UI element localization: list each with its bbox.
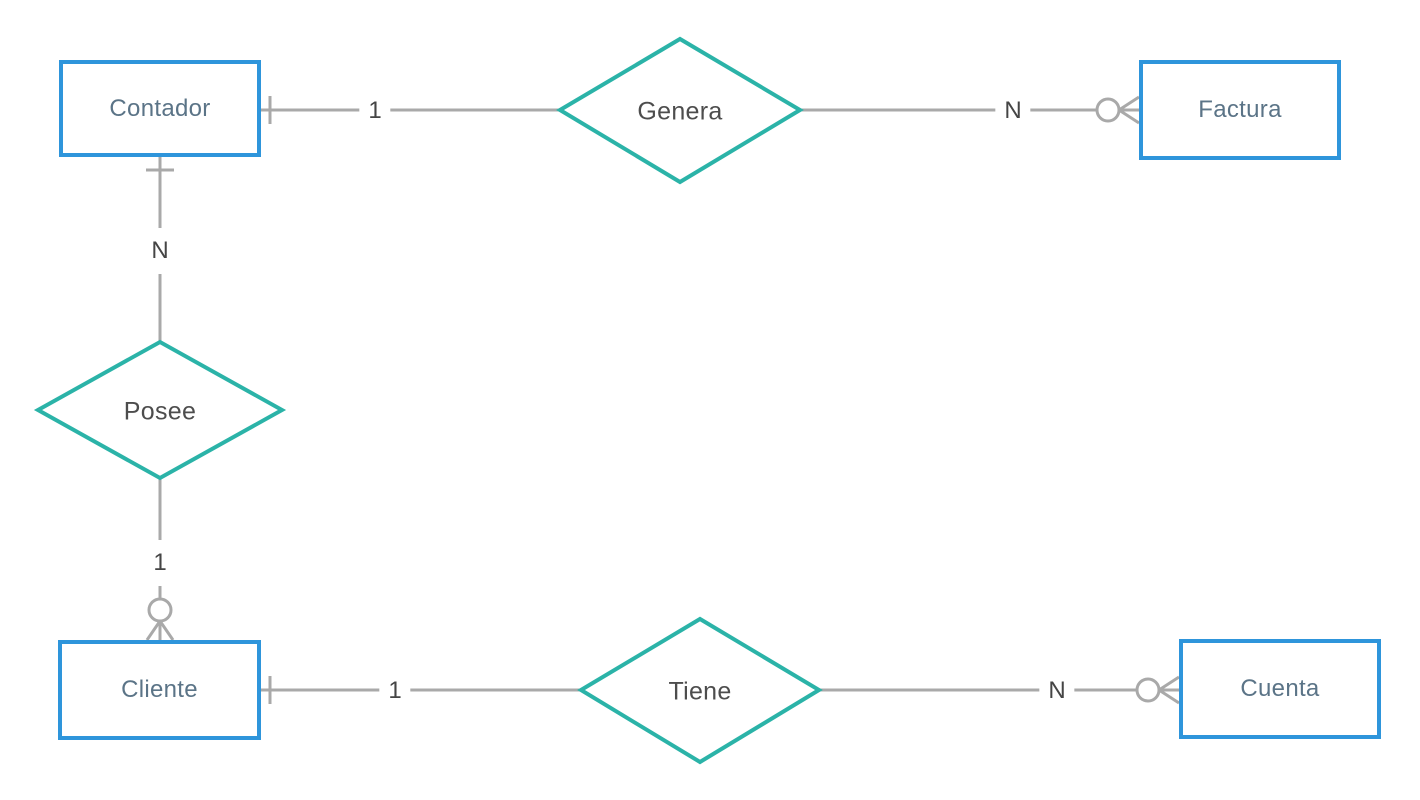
cardinality-tiene-cuenta: N [1039, 668, 1075, 714]
zero-circle-marker [1135, 677, 1161, 703]
relationship-genera-diamond[interactable] [556, 36, 804, 185]
cardinality-contador-genera: 1 [359, 88, 391, 134]
entity-contador[interactable]: Contador [59, 60, 261, 157]
entity-factura-label: Factura [1198, 96, 1282, 123]
many-crowfoot-marker [1118, 95, 1140, 125]
cardinality-cliente-tiene: 1 [379, 668, 411, 714]
relationship-posee-label: Posee [123, 397, 197, 426]
cardinality-posee-cliente: 1 [144, 540, 176, 586]
many-crowfoot-marker [1158, 675, 1180, 705]
relationship-posee-diamond[interactable] [33, 339, 287, 481]
entity-contador-label: Contador [109, 94, 211, 122]
entity-cuenta-label: Cuenta [1240, 675, 1320, 702]
relationship-tiene-diamond[interactable] [577, 616, 823, 765]
entity-cliente-label: Cliente [121, 676, 198, 703]
cardinality-genera-factura: N [995, 88, 1031, 134]
connector-genera-factura[interactable] [800, 95, 1140, 125]
connector-cliente-tiene[interactable] [261, 676, 581, 704]
relationship-tiene-label: Tiene [668, 677, 732, 706]
relationship-genera-label: Genera [637, 97, 723, 126]
zero-circle-marker [1095, 97, 1121, 123]
connector-tiene-cuenta[interactable] [819, 675, 1180, 705]
zero-circle-marker [147, 597, 173, 623]
entity-cliente[interactable]: Cliente [58, 640, 261, 740]
connector-contador-genera[interactable] [261, 96, 560, 124]
entity-cuenta[interactable]: Cuenta [1179, 639, 1381, 739]
cardinality-contador-posee: N [142, 228, 178, 274]
many-crowfoot-marker [145, 620, 175, 641]
entity-factura[interactable]: Factura [1139, 60, 1341, 160]
